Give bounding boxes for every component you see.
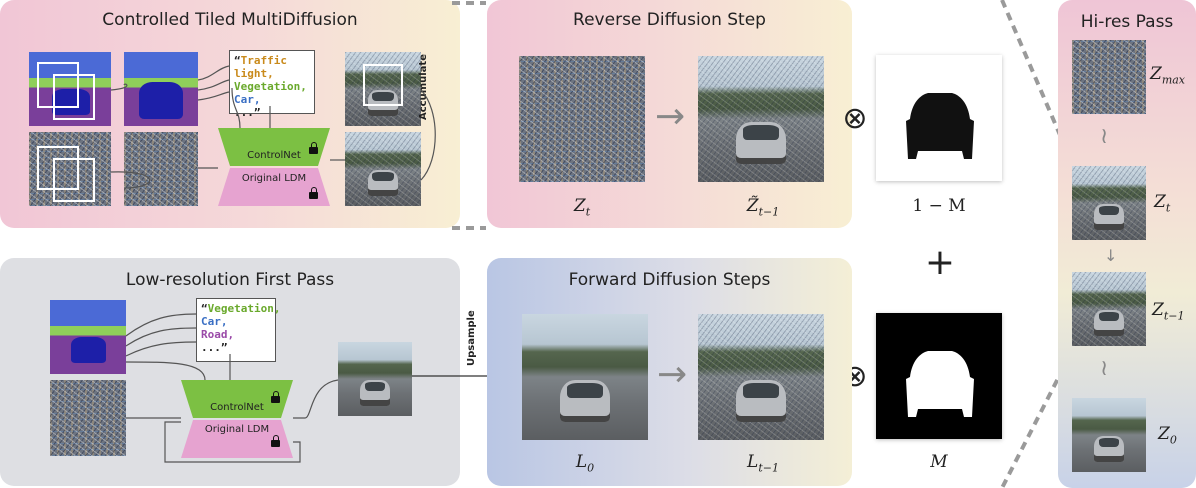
label-z-tilde: Z̃t−1 (746, 196, 780, 219)
label-l0: L0 (575, 452, 595, 475)
prompt-vegetation: Vegetation, (234, 80, 307, 93)
segmentation-tile (124, 52, 198, 126)
label-z0: Z0 (1158, 424, 1177, 447)
panel-title: Forward Diffusion Steps (568, 270, 771, 290)
controlnet-label: ControlNet (247, 150, 301, 161)
label-one-minus-m: 1 − M (912, 196, 966, 216)
label-zt: Zt (573, 196, 591, 219)
latent-z0 (1072, 398, 1146, 472)
panel-hi-res-pass: Hi-res Pass Zmax ≀ Zt ↓ Zt−1 ≀ Z0 (1058, 0, 1196, 488)
noise-tile (124, 132, 198, 206)
lock-icon (309, 142, 318, 154)
ldm-label: Original LDM (204, 424, 270, 435)
panel-title: Reverse Diffusion Step (573, 10, 766, 30)
ctmd-connectors (110, 65, 436, 189)
inverse-mask (876, 55, 1002, 181)
latent-zt-minus-1 (1072, 272, 1146, 346)
prompt-ellipsis: ...” (234, 106, 261, 119)
squiggle-arrow-icon: ≀ (1100, 356, 1109, 381)
lock-icon (309, 187, 318, 199)
prompt-box: “Traffic light, Vegetation, Car, ...” (229, 50, 315, 119)
label-lt: Lt−1 (747, 452, 779, 475)
label-m: M (930, 452, 948, 472)
ldm-label: Original LDM (241, 173, 307, 184)
prompt-box: “Vegetation, Car, Road, ...” (196, 298, 280, 362)
upsample-label: Upsample (466, 310, 477, 366)
ldm-shape (181, 420, 293, 458)
ldm-shape (218, 168, 330, 206)
denoised-latent (698, 56, 824, 182)
panel-title: Hi-res Pass (1080, 12, 1174, 32)
controlnet-shape (181, 380, 293, 418)
label-zt: Zt (1154, 192, 1171, 215)
prompt-car: Car, (234, 93, 261, 106)
latent-zt (1072, 166, 1146, 240)
output-tile-bottom (345, 132, 421, 206)
clean-latent-l0 (522, 314, 648, 440)
prompt-traffic-light: Traffic light, (234, 54, 287, 80)
vehicle-mask (876, 313, 1002, 439)
network-bowtie (218, 128, 330, 206)
prompt-ellipsis: ...” (201, 341, 228, 354)
panel-title: Low-resolution First Pass (125, 270, 335, 290)
segmentation-map (29, 52, 111, 126)
output-tile-top (345, 52, 421, 126)
prompt-road: Road, (201, 328, 235, 341)
label-zmax: Zmax (1150, 64, 1186, 87)
noisy-latent-zt (519, 56, 645, 182)
panel-reverse-diffusion-step: Reverse Diffusion Step → Zt Z̃t−1 (487, 0, 852, 228)
lock-icon (271, 435, 280, 447)
open-quote: “ (201, 302, 208, 315)
prompt-car: Car, (201, 315, 228, 328)
multiply-symbol: ⊗ (842, 101, 868, 136)
panel-title: Controlled Tiled MultiDiffusion (102, 10, 358, 30)
arrow-right-icon: → (657, 354, 688, 395)
panel-forward-diffusion-steps: Forward Diffusion Steps → L0 Lt−1 (487, 258, 852, 486)
latent-zmax (1072, 40, 1146, 114)
open-quote: “ (234, 54, 241, 67)
controlnet-label: ControlNet (210, 402, 264, 413)
arrow-right-icon: → (655, 96, 686, 137)
panel-low-resolution-first-pass: Low-resolution First Pass “Vegetation, C… (0, 258, 460, 486)
panel-controlled-tiled-multidiffusion: Controlled Tiled MultiDiffusion “Traffic… (0, 0, 460, 228)
label-zt-minus-1: Zt−1 (1152, 300, 1185, 323)
noise-latent (50, 380, 126, 456)
noised-latent (698, 314, 824, 440)
segmentation-map (50, 300, 126, 374)
arrow-down-icon: ↓ (1104, 246, 1118, 265)
prompt-vegetation: Vegetation, (207, 302, 281, 315)
noise-latent (29, 132, 111, 206)
squiggle-arrow-icon: ≀ (1100, 124, 1109, 149)
low-res-output (338, 342, 412, 416)
lowres-connectors (125, 313, 339, 463)
controlnet-shape (218, 128, 330, 166)
plus-symbol: + (924, 242, 956, 283)
lock-icon (271, 391, 280, 403)
network-bowtie (181, 380, 293, 458)
